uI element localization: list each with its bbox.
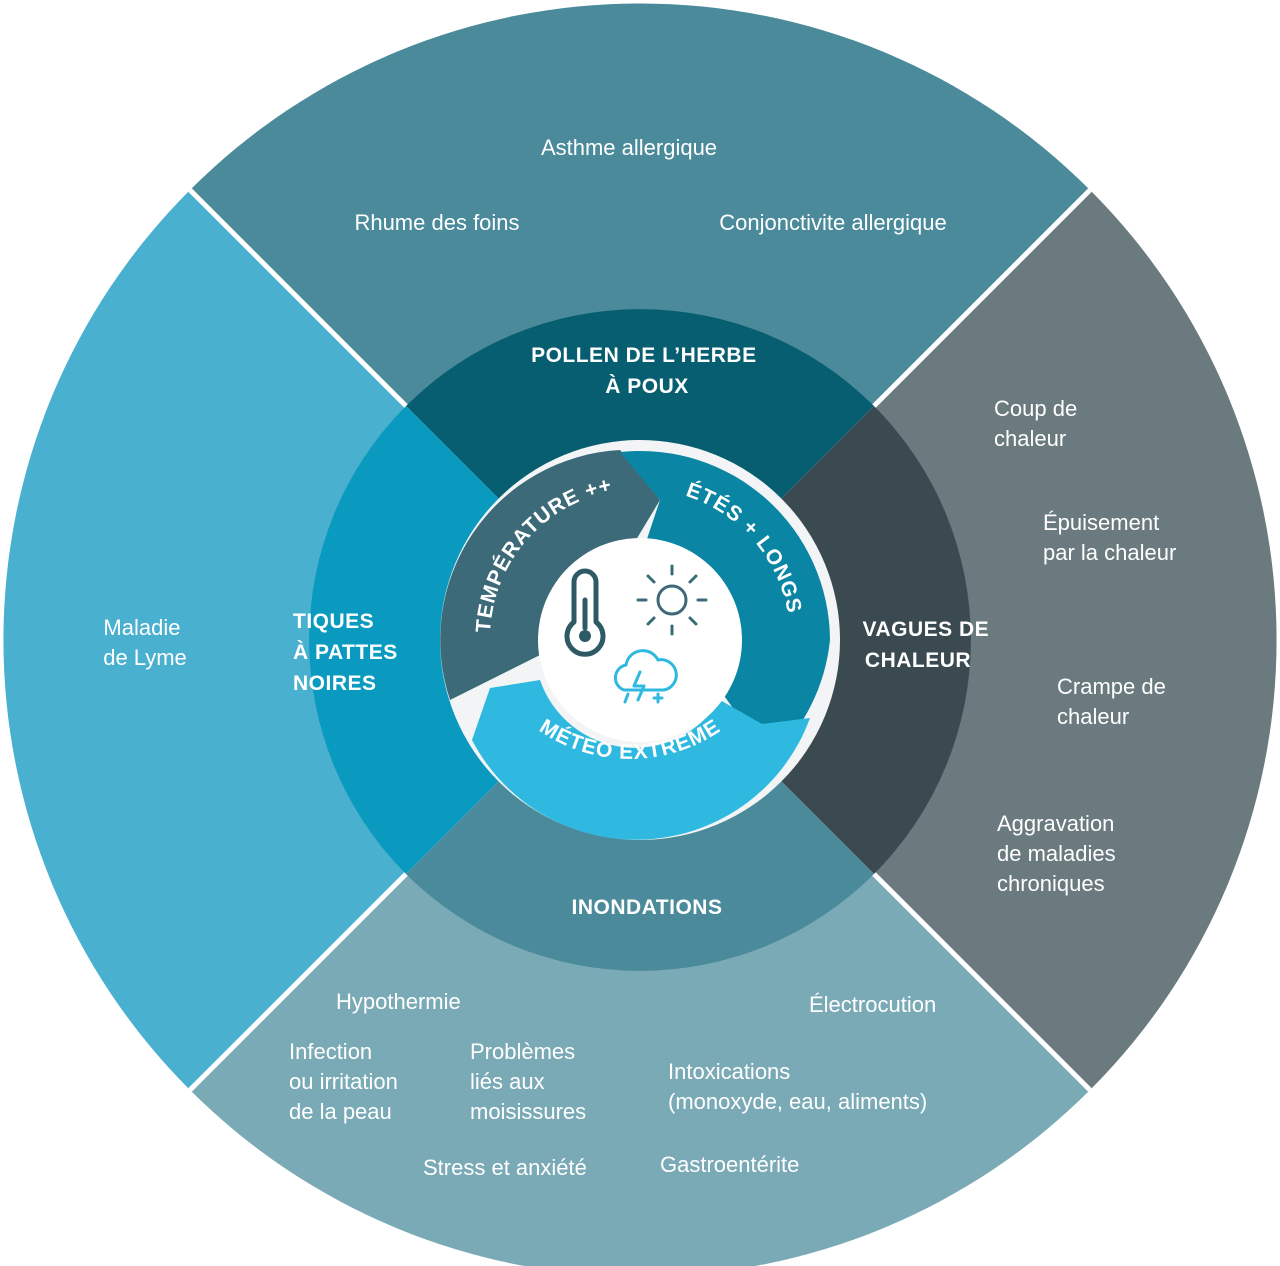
storm-cloud-icon — [613, 649, 678, 704]
item-aggravation: Aggravation de maladies chroniques — [997, 811, 1122, 896]
item-crampe-de-chaleur: Crampe de chaleur — [1057, 674, 1172, 729]
arrow-temperature — [440, 450, 660, 700]
item-coup-de-chaleur: Coup de chaleur — [994, 396, 1083, 451]
item-hypothermie: Hypothermie — [336, 989, 461, 1014]
arrow-meteo-extreme — [472, 680, 810, 840]
item-epuisement: Épuisement par la chaleur — [1043, 510, 1176, 565]
center-circle — [538, 538, 742, 742]
label-tiques: TIQUES À PATTES NOIRES — [293, 610, 404, 695]
item-conjonctivite: Conjonctivite allergique — [719, 210, 946, 235]
sun-icon — [636, 564, 708, 636]
item-asthme-allergique: Asthme allergique — [541, 135, 717, 160]
item-intoxications: Intoxications (monoxyde, eau, aliments) — [668, 1059, 927, 1114]
thermometer-icon — [564, 568, 606, 657]
item-rhume-des-foins: Rhume des foins — [354, 210, 519, 235]
item-electrocution: Électrocution — [809, 992, 936, 1017]
item-infection-peau: Infection ou irritation de la peau — [289, 1039, 404, 1124]
label-inondations: INONDATIONS — [572, 896, 723, 919]
item-stress-anxiete: Stress et anxiété — [423, 1155, 587, 1180]
label-pollen: POLLEN DE L’HERBE À POUX — [531, 344, 763, 398]
item-gastroenterite: Gastroentérite — [660, 1152, 799, 1177]
label-vagues-chaleur: VAGUES DE CHALEUR — [863, 618, 996, 672]
item-maladie-de-lyme: Maladie de Lyme — [103, 615, 187, 670]
item-moisissures: Problèmes liés aux moisissures — [470, 1039, 586, 1124]
arrow-etes-longs — [620, 450, 830, 760]
cycle-arrows — [440, 450, 830, 840]
